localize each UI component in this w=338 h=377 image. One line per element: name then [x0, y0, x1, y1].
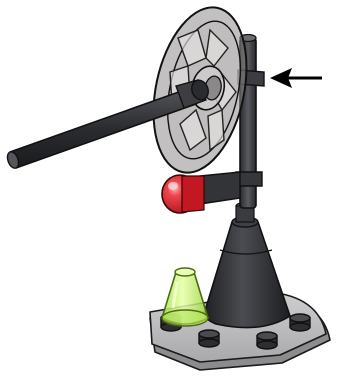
cone — [204, 203, 290, 328]
trans-green-cone — [162, 268, 208, 326]
red-light — [162, 172, 240, 213]
arrow-left-icon — [270, 68, 322, 88]
